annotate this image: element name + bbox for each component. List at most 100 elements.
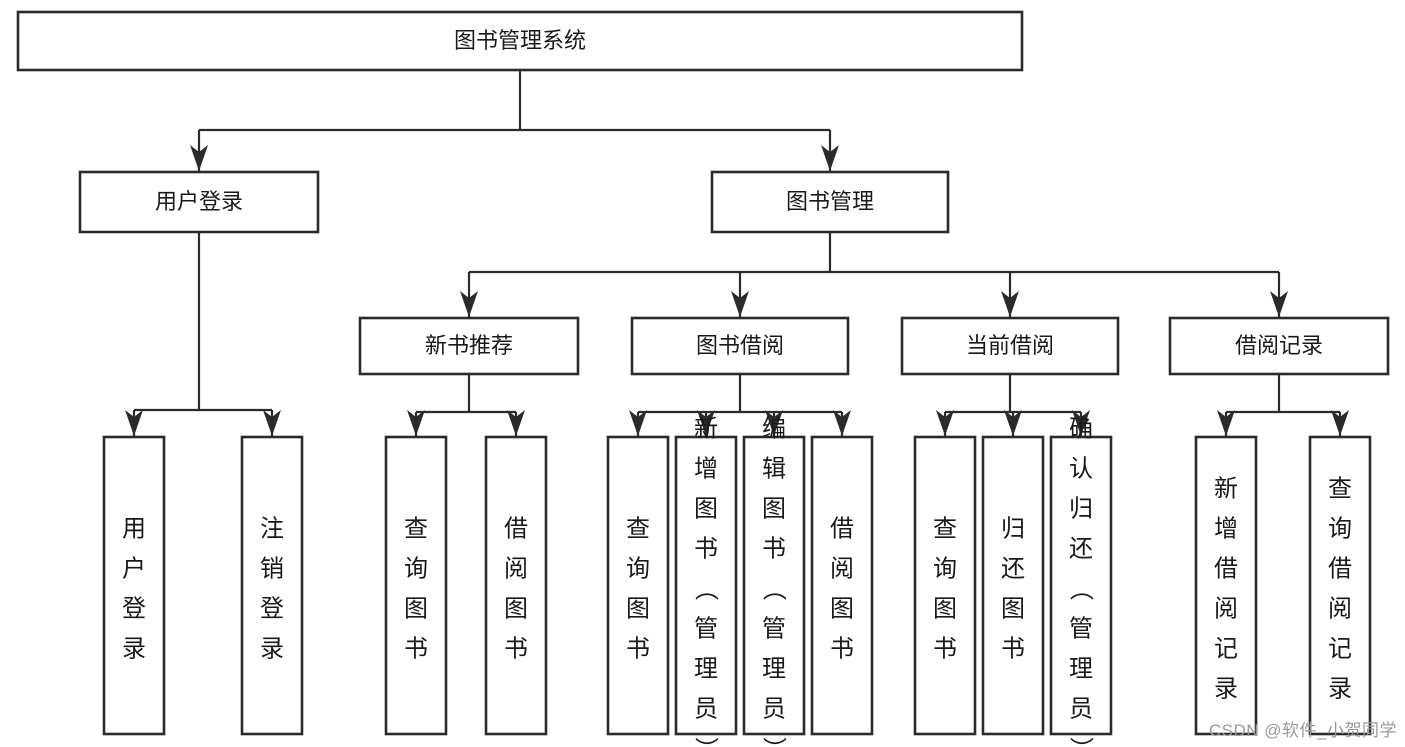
arrow-book-management-2 [1001,291,1019,317]
svg-text:查: 查 [1328,476,1352,503]
svg-text:询: 询 [626,556,650,583]
svg-text:询: 询 [404,556,428,583]
svg-text:书: 书 [626,636,650,663]
svg-text:新: 新 [1214,476,1238,503]
arrow-user-login-0 [125,410,143,436]
svg-text:查: 查 [404,516,428,543]
node-current-borrow[interactable]: 当前借阅 [900,316,1120,376]
node-box-book-management [710,170,950,234]
svg-text:（: （ [760,577,787,601]
nodes-layer: 图书管理系统用户登录用户登录注销登录图书管理新书推荐查询图书借阅图书图书借阅查询… [16,10,1390,747]
svg-text:图: 图 [404,596,428,623]
svg-text:借: 借 [504,516,528,543]
svg-text:询: 询 [1328,516,1352,543]
svg-text:登: 登 [260,596,284,623]
svg-text:书: 书 [504,636,528,663]
node-box-current-borrow [900,316,1120,376]
svg-text:图: 图 [1001,596,1025,623]
svg-text:图: 图 [626,596,650,623]
svg-text:书: 书 [933,636,957,663]
node-new-book-recommend[interactable]: 新书推荐 [358,316,580,376]
node-label-book-borrow: 图书借阅 [696,333,784,358]
svg-text:录: 录 [260,636,284,663]
arrow-current-borrow-1 [1004,410,1022,436]
node-box-root [16,10,1024,72]
node-box-leaf-query-book-2 [606,435,670,736]
node-box-leaf-add-record [1194,435,1258,736]
node-label-user-login: 用户登录 [155,189,243,214]
node-label-current-borrow: 当前借阅 [966,333,1054,358]
node-borrow-records[interactable]: 借阅记录 [1168,316,1390,376]
svg-text:录: 录 [122,636,146,663]
svg-text:借: 借 [1328,556,1352,583]
node-root[interactable]: 图书管理系统 [16,10,1024,72]
svg-text:阅: 阅 [830,556,854,583]
svg-text:用: 用 [122,516,146,543]
node-leaf-user-login[interactable]: 用户登录 [102,435,166,736]
node-box-borrow-records [1168,316,1390,376]
svg-text:确: 确 [1069,416,1093,443]
svg-text:归: 归 [1001,516,1025,543]
node-label-new-book-recommend: 新书推荐 [425,333,513,358]
svg-text:理: 理 [762,656,786,683]
svg-text:理: 理 [1069,656,1093,683]
svg-text:员: 员 [694,696,718,723]
svg-text:借: 借 [1214,556,1238,583]
svg-text:借: 借 [830,516,854,543]
arrow-root-1 [821,145,839,171]
svg-text:询: 询 [933,556,957,583]
svg-text:书: 书 [694,536,718,563]
svg-text:员: 员 [762,696,786,723]
connectors-layer [125,70,1349,436]
svg-text:销: 销 [260,556,284,583]
svg-text:理: 理 [694,656,718,683]
svg-text:还: 还 [1069,536,1093,563]
arrow-book-management-3 [1270,291,1288,317]
svg-text:）: ） [692,737,719,747]
svg-text:记: 记 [1214,636,1238,663]
svg-text:书: 书 [1001,636,1025,663]
node-book-management[interactable]: 图书管理 [710,170,950,234]
svg-text:辑: 辑 [762,456,786,483]
svg-text:注: 注 [260,516,284,543]
svg-text:（: （ [1067,577,1094,601]
svg-text:录: 录 [1328,676,1352,703]
svg-text:编: 编 [762,416,786,443]
svg-text:书: 书 [404,636,428,663]
node-book-borrow[interactable]: 图书借阅 [630,316,850,376]
svg-text:书: 书 [762,536,786,563]
arrow-book-management-0 [460,291,478,317]
node-label-leaf-user-login: 用户登录 [122,516,146,663]
node-label-borrow-records: 借阅记录 [1235,333,1323,358]
svg-text:增: 增 [694,456,718,483]
arrow-book-borrow-2 [765,410,783,436]
svg-text:管: 管 [762,616,786,643]
svg-text:图: 图 [830,596,854,623]
svg-text:记: 记 [1328,636,1352,663]
svg-text:书: 书 [830,636,854,663]
svg-text:管: 管 [694,616,718,643]
node-user-login[interactable]: 用户登录 [78,170,320,234]
